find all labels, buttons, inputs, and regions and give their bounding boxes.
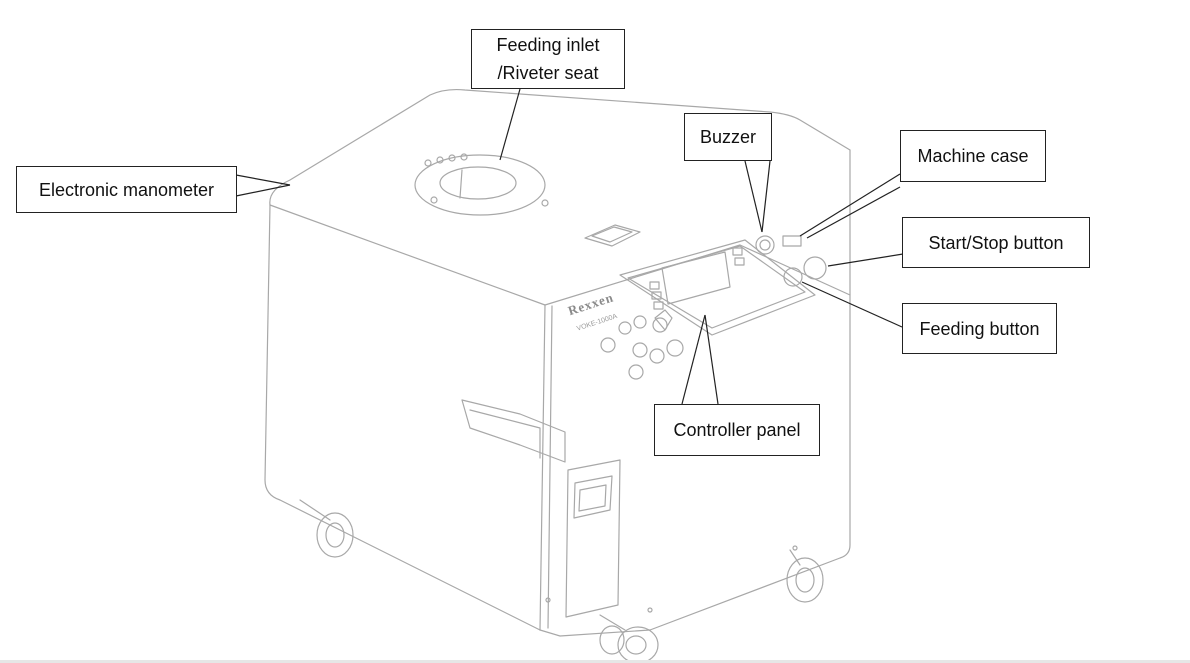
leader-start-stop xyxy=(827,253,904,267)
side-handle xyxy=(461,399,566,463)
controller-panel-outline xyxy=(619,239,816,336)
top-slot xyxy=(584,224,641,247)
label-buzzer: Buzzer xyxy=(684,113,772,161)
leader-feeding-inlet xyxy=(499,88,521,161)
access-door xyxy=(565,459,621,618)
leader-buzzer-b xyxy=(761,160,771,233)
feeding-inlet-hole xyxy=(439,166,517,200)
case-front-vertical-edge xyxy=(539,304,546,631)
leader-machine-case-b xyxy=(806,186,901,239)
label-feeding-inlet-line2: /Riveter seat xyxy=(497,63,599,83)
leader-feeding-button xyxy=(801,281,903,328)
leader-buzzer-a xyxy=(744,160,763,233)
case-inner-edge xyxy=(547,305,553,629)
leader-machine-case-a xyxy=(799,173,901,237)
leader-manometer-a xyxy=(235,174,291,186)
buzzer-shape xyxy=(755,235,775,255)
case-right-edge xyxy=(649,149,851,631)
feeding-inlet-ring xyxy=(414,154,546,216)
case-bottom-front xyxy=(539,629,651,637)
label-feeding-button: Feeding button xyxy=(902,303,1057,354)
label-controller-panel: Controller panel xyxy=(654,404,820,456)
label-machine-case: Machine case xyxy=(900,130,1046,182)
wheel-front xyxy=(617,626,659,663)
bottom-divider xyxy=(0,660,1190,663)
leader-controller-a xyxy=(681,314,706,405)
label-electronic-manometer: Electronic manometer xyxy=(16,166,237,213)
feeding-button-shape xyxy=(783,267,803,287)
label-start-stop-button: Start/Stop button xyxy=(902,217,1090,268)
machine-case-outline xyxy=(269,88,851,206)
display-screen xyxy=(661,251,731,305)
start-stop-shape xyxy=(803,256,827,280)
case-front-top-edge xyxy=(269,204,546,306)
case-left-face xyxy=(264,204,541,631)
wheel-right xyxy=(789,549,801,566)
label-feeding-inlet-line1: Feeding inlet xyxy=(496,35,600,55)
leader-controller-b xyxy=(704,314,719,405)
leader-manometer-b xyxy=(235,184,291,197)
label-feeding-inlet: Feeding inlet /Riveter seat xyxy=(471,29,625,89)
